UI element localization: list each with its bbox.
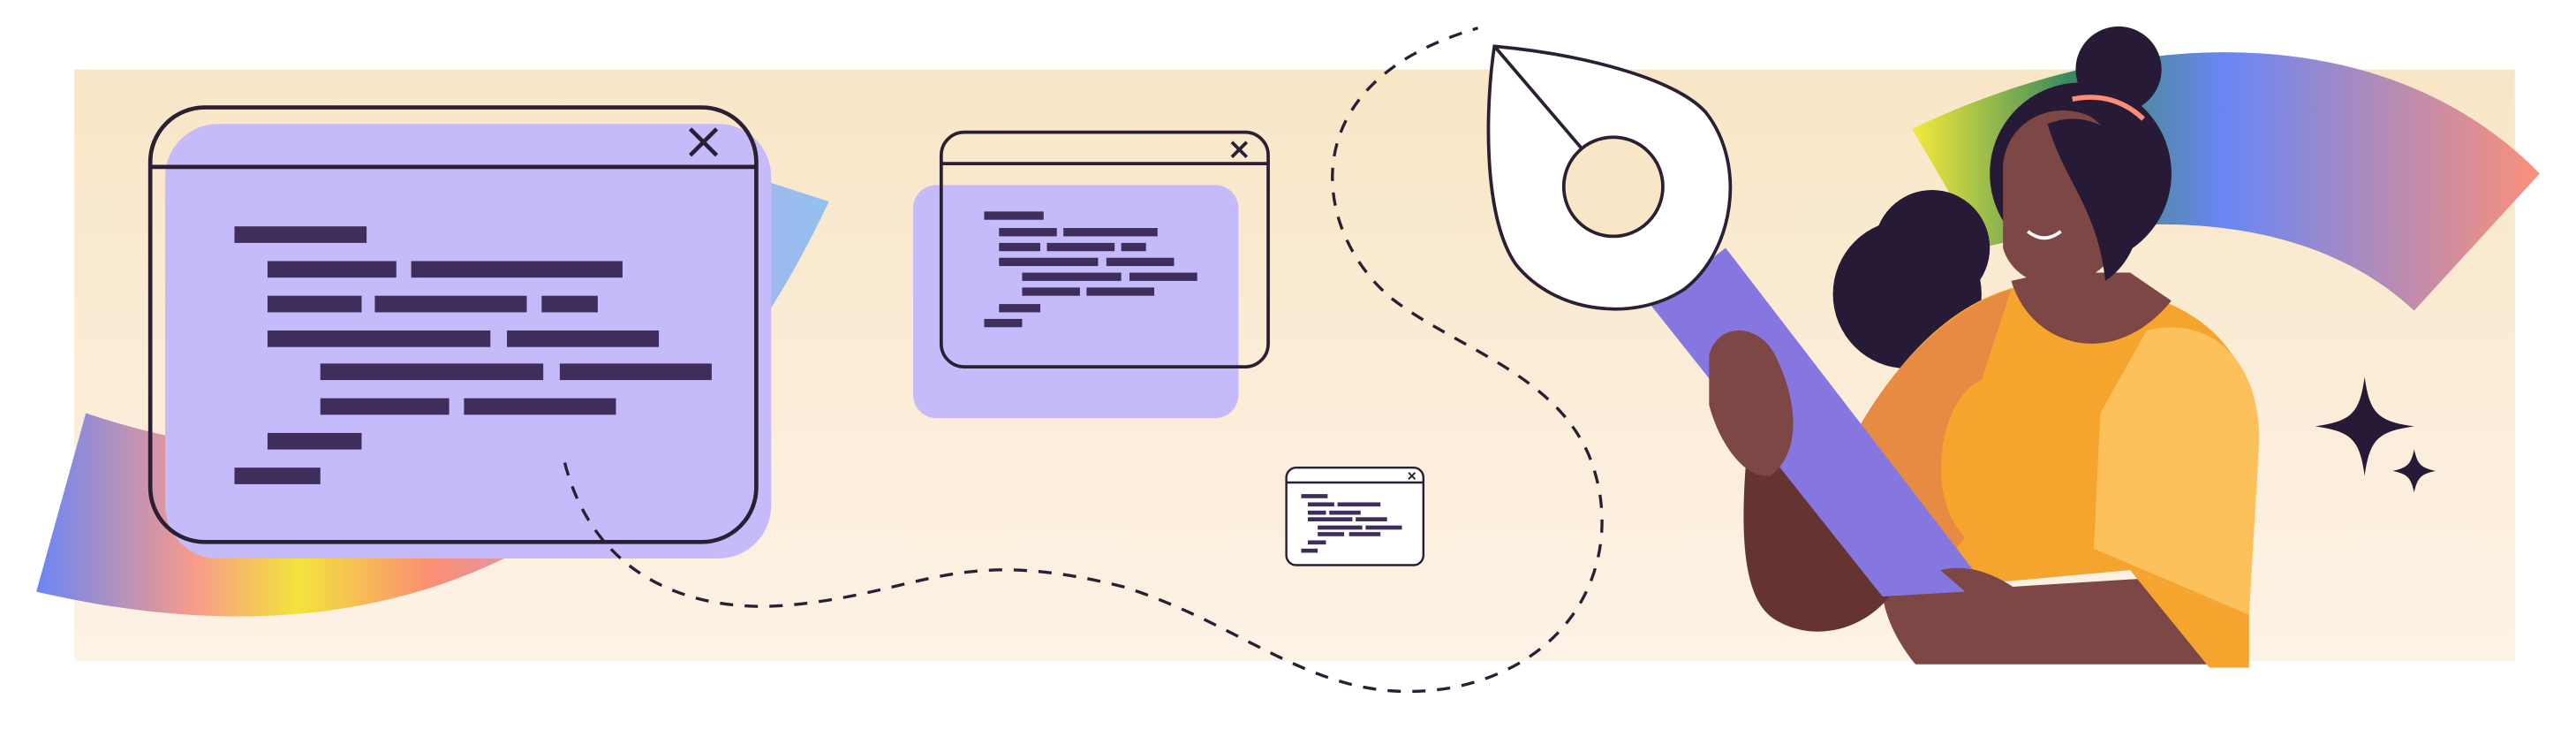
code-window-medium [913,130,1270,419]
code-lines [234,226,712,484]
sparkle-icon [2315,376,2436,493]
close-icon [1408,472,1416,480]
person [1743,26,2260,668]
code-window-large [147,105,772,559]
code-lines [1301,494,1402,553]
hand [1940,567,2035,612]
code-window-small [1285,466,1425,566]
dashed-path [563,27,1604,693]
close-icon [1230,141,1249,158]
code-lines [984,211,1197,328]
close-icon [688,127,719,157]
hand [1709,330,1794,476]
